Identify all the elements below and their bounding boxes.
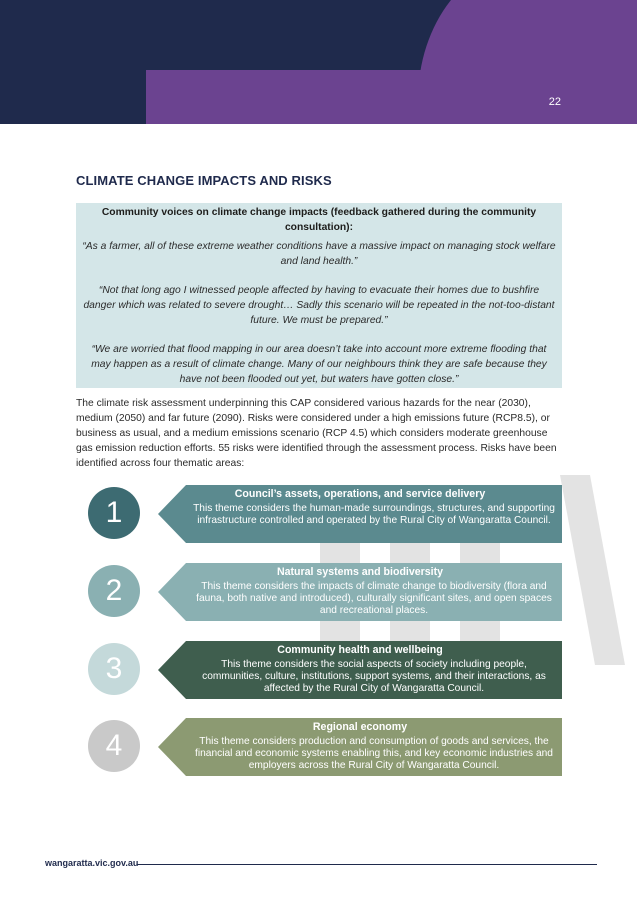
footer-divider [137,864,597,865]
page-header [0,0,637,124]
quote-1: “As a farmer, all of these extreme weath… [82,241,556,267]
theme-banner: Council’s assets, operations, and servic… [158,485,562,543]
theme-number-circle: 3 [88,643,140,695]
theme-description: This theme considers the human-made surr… [193,503,555,526]
theme-banner: Natural systems and biodiversity This th… [158,563,562,621]
community-voices-box: Community voices on climate change impac… [76,203,562,388]
theme-3: 3 Community health and wellbeing This th… [0,641,637,701]
theme-title: Community health and wellbeing [277,644,443,656]
theme-description: This theme considers production and cons… [195,736,553,771]
body-paragraph: The climate risk assessment underpinning… [76,398,557,469]
theme-banner: Regional economy This theme considers pr… [158,718,562,776]
theme-number-circle: 1 [88,487,140,539]
theme-4: 4 Regional economy This theme considers … [0,718,637,778]
theme-number-circle: 4 [88,720,140,772]
quote-2: “Not that long ago I witnessed people af… [83,285,555,326]
theme-title: Regional economy [312,721,408,733]
quote-3: “We are worried that flood mapping in ou… [91,344,547,385]
theme-1: 1 Council’s assets, operations, and serv… [0,485,637,545]
section-title: CLIMATE CHANGE IMPACTS AND RISKS [76,173,332,188]
community-voices-title: Community voices on climate change impac… [101,207,537,233]
theme-title: Council’s assets, operations, and servic… [234,488,486,500]
theme-number-circle: 2 [88,565,140,617]
theme-title: Natural systems and biodiversity [276,566,444,578]
header-purple-band [146,70,637,124]
page-number: 22 [548,96,561,108]
theme-description: This theme considers the impacts of clim… [196,581,552,616]
footer-website-link[interactable]: wangaratta.vic.gov.au [45,858,139,868]
theme-description: This theme considers the social aspects … [202,659,546,694]
theme-2: 2 Natural systems and biodiversity This … [0,563,637,623]
theme-banner: Community health and wellbeing This them… [158,641,562,699]
